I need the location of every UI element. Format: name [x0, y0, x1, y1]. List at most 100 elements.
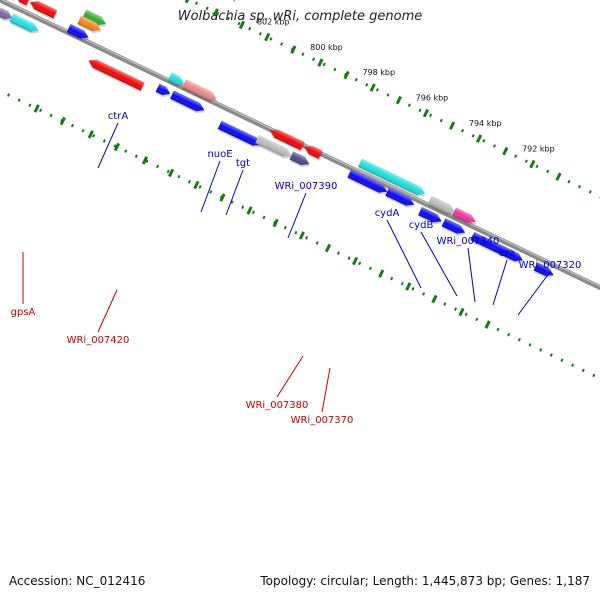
- minor-tick: [238, 20, 246, 30]
- gene-label[interactable]: tgt: [236, 158, 250, 169]
- major-tick: [193, 180, 200, 190]
- minor-tick: [343, 70, 350, 80]
- major-tick: [141, 156, 149, 165]
- ruler-label: 798 kbp: [362, 68, 395, 77]
- genome-summary: Topology: circular; Length: 1,445,873 bp…: [260, 574, 590, 588]
- minor-tick: [448, 121, 456, 130]
- gene-label[interactable]: nuoE: [207, 149, 232, 160]
- gene-label[interactable]: cydA: [375, 208, 400, 219]
- gene-arrow[interactable]: [86, 57, 146, 93]
- gene-arrow[interactable]: [533, 262, 557, 281]
- gene-arrow[interactable]: [82, 9, 109, 30]
- gene-arrow[interactable]: [452, 207, 479, 227]
- major-tick: [246, 206, 253, 215]
- minor-tick: [502, 146, 509, 156]
- minor-tick: [168, 168, 175, 178]
- label-leader-line: [225, 169, 244, 216]
- ruler-label: 800 kbp: [310, 43, 343, 52]
- gene-label[interactable]: WRi_007390: [275, 181, 338, 192]
- label-leader-line: [200, 160, 221, 213]
- label-leader-line: [420, 231, 458, 297]
- minor-tick: [395, 95, 402, 105]
- major-tick: [422, 108, 430, 118]
- major-tick: [87, 130, 94, 139]
- minor-tick: [431, 294, 438, 304]
- gene-arrow[interactable]: [169, 90, 207, 117]
- gene-arrow[interactable]: [27, 0, 58, 21]
- major-tick: [264, 32, 271, 42]
- gene-arrow[interactable]: [66, 23, 92, 44]
- major-tick: [212, 8, 219, 17]
- ruler: [33, 0, 562, 329]
- ruler-label: 804 kbp: [206, 0, 239, 2]
- minor-tick: [324, 243, 332, 253]
- gene-arrow[interactable]: [357, 158, 428, 200]
- gene-label[interactable]: WRi_007370: [291, 415, 354, 426]
- gene-arrow[interactable]: [441, 218, 468, 238]
- major-tick: [405, 282, 412, 291]
- label-leader-line: [97, 122, 119, 169]
- gene-label[interactable]: WRi_007420: [67, 335, 130, 346]
- gene-features: [0, 0, 557, 281]
- label-leader-line: [276, 355, 304, 398]
- gene-arrow[interactable]: [289, 151, 313, 170]
- gene-arrow[interactable]: [385, 187, 418, 211]
- minor-tick: [113, 142, 121, 152]
- label-leader-line: [287, 192, 307, 239]
- label-leader-line: [492, 259, 508, 306]
- gene-arrow[interactable]: [470, 232, 526, 266]
- gene-arrow[interactable]: [9, 13, 42, 37]
- label-leader-line: [467, 247, 476, 303]
- gene-arrow[interactable]: [13, 0, 31, 8]
- genome-backbone: [0, 0, 600, 392]
- gene-label[interactable]: ctrA: [108, 111, 129, 122]
- gene-arrow[interactable]: [267, 127, 305, 153]
- minor-tick: [290, 45, 297, 54]
- major-tick: [529, 159, 536, 169]
- minor-tick: [219, 193, 226, 202]
- ruler-label: 796 kbp: [416, 94, 449, 103]
- accession-text: Accession: NC_012416: [9, 574, 146, 588]
- gene-arrow[interactable]: [427, 195, 458, 218]
- ruler-label: 794 kbp: [469, 119, 502, 128]
- map-title: Wolbachia sp. wRi, complete genome: [177, 9, 423, 24]
- major-tick: [298, 231, 305, 240]
- gene-arrow[interactable]: [347, 169, 391, 197]
- gene-arrow[interactable]: [0, 7, 15, 25]
- gene-arrow[interactable]: [217, 120, 264, 151]
- gene-label[interactable]: WRi_007320: [519, 260, 582, 271]
- major-tick: [33, 104, 40, 113]
- major-tick: [476, 134, 483, 143]
- ruler-track-bottom: [0, 0, 600, 465]
- major-tick: [317, 58, 324, 67]
- gene-label[interactable]: gpsA: [11, 307, 36, 318]
- gene-label[interactable]: WRi_007340: [437, 236, 500, 247]
- gene-arrow[interactable]: [302, 143, 324, 161]
- label-leader-line: [97, 289, 118, 333]
- gene-label[interactable]: WRi_007380: [246, 400, 309, 411]
- gene-arrow[interactable]: [417, 206, 444, 227]
- gene-arrow[interactable]: [255, 135, 295, 161]
- gene-arrow[interactable]: [167, 72, 187, 89]
- label-leader-line: [321, 367, 331, 413]
- label-leader-line: [517, 271, 551, 316]
- major-tick: [351, 256, 359, 266]
- gene-arrow[interactable]: [155, 83, 173, 100]
- gene-arrow[interactable]: [77, 15, 104, 36]
- major-tick: [458, 307, 465, 317]
- track-lines: [0, 0, 600, 465]
- minor-tick: [378, 269, 385, 278]
- major-tick: [369, 83, 376, 92]
- minor-tick: [555, 172, 562, 181]
- gene-arrow[interactable]: [181, 79, 219, 105]
- gene-label[interactable]: era: [499, 248, 515, 259]
- minor-tick: [59, 116, 66, 126]
- ruler-label: 802 kbp: [257, 17, 290, 26]
- label-leader-line: [386, 219, 422, 289]
- gene-label[interactable]: cydB: [409, 220, 434, 231]
- minor-tick: [184, 0, 191, 4]
- minor-tick: [484, 320, 491, 329]
- minor-tick: [272, 218, 279, 228]
